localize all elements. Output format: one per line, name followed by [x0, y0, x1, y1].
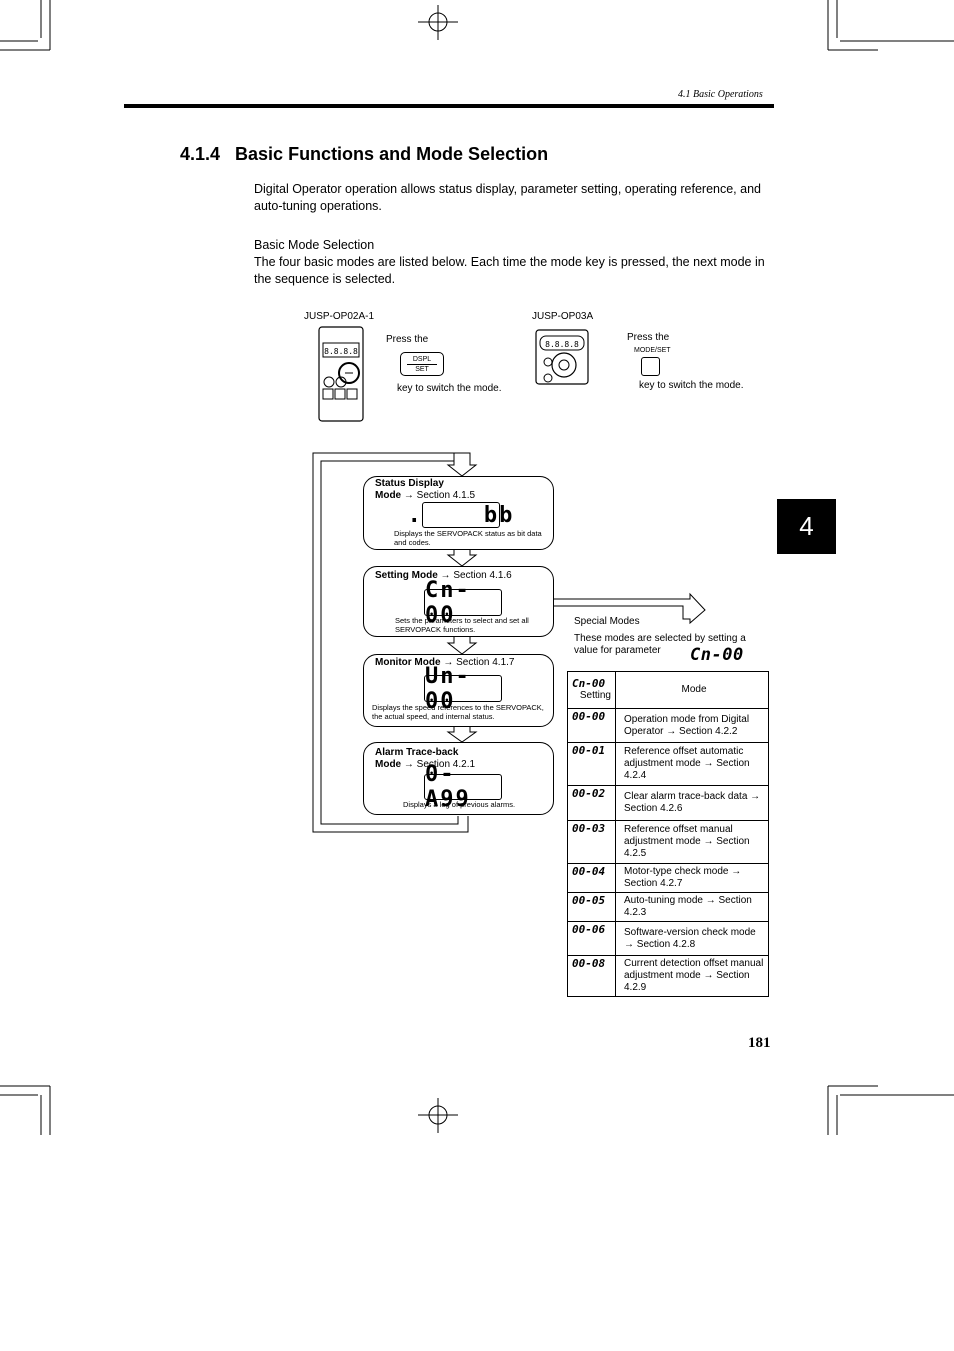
op1-after-text: key to switch the mode. [397, 383, 502, 394]
mode-box-monitor [363, 654, 554, 727]
row-code: 00-01 [567, 742, 616, 786]
monitor-desc: Displays the speed references to the SER… [372, 703, 544, 721]
subheading: Basic Mode Selection [254, 238, 375, 252]
mode-set-key-label: MODE/SET [634, 347, 671, 354]
mode-set-key [641, 357, 660, 376]
alarm-lcd: 0-A99 [424, 762, 502, 812]
setting-ref: Section 4.1.6 [453, 570, 512, 581]
alarm-ref: Section 4.2.1 [416, 759, 476, 770]
setting-heading: Setting Mode → Section 4.1.6 [375, 570, 512, 582]
monitor-title: Monitor Mode [375, 657, 441, 668]
running-head: 4.1 Basic Operations [678, 89, 763, 100]
mode-box-setting [363, 566, 554, 637]
table-row: 00-02 Clear alarm trace-back data → Sect… [567, 785, 769, 821]
setting-lcd: Cn-00 [424, 578, 502, 628]
alarm-heading: Alarm Trace-back Mode → Section 4.2.1 [375, 747, 475, 771]
header-rule [124, 104, 774, 108]
set-label: SET [415, 366, 429, 373]
monitor-lcd: Un-00 [424, 664, 502, 714]
arrow-icon: → [440, 657, 457, 668]
status-display-heading: Status Display Mode → Section 4.1.5 [375, 478, 475, 502]
chapter-tab: 4 [777, 499, 836, 554]
row-mode: Operation mode from Digital Operator → S… [615, 708, 769, 743]
mode-box-status-display [363, 476, 554, 550]
intro-paragraph: Digital Operator operation allows status… [254, 182, 761, 213]
status-display-lcd: . bb [407, 502, 515, 528]
special-heading: Special Modes [574, 616, 640, 627]
row-code: 00-08 [567, 955, 616, 997]
monitor-heading: Monitor Mode → Section 4.1.7 [375, 657, 514, 669]
table-row: 00-04 Motor-type check mode → Section 4.… [567, 863, 769, 893]
dspl-set-key: DSPL SET [400, 352, 444, 376]
op2-name: JUSP-OP03A [532, 311, 594, 322]
setting-desc: Sets the parameters to select and set al… [395, 616, 529, 634]
op2-after-text: key to switch the mode. [639, 380, 744, 391]
op03a-device-icon: 8.8.8.8 [535, 329, 589, 385]
mode-box-alarm-traceback [363, 742, 554, 815]
op2-press-text: Press the [627, 332, 670, 343]
row-mode: Motor-type check mode → Section 4.2.7 [615, 863, 769, 893]
op1-press-text: Press the [386, 334, 429, 345]
row-mode: Auto-tuning mode → Section 4.2.3 [615, 892, 769, 922]
arrow-icon: → [437, 570, 454, 581]
table-row: 00-00 Operation mode from Digital Operat… [567, 708, 769, 743]
header-code-sub: Setting [579, 690, 611, 701]
row-mode: Software-version check mode → Section 4.… [615, 921, 769, 956]
row-code: 00-04 [567, 863, 616, 893]
svg-text:8.8.8.8: 8.8.8.8 [324, 347, 358, 356]
special-modes-table: Cn-00 Setting Mode 00-00 Operation mode … [567, 671, 769, 997]
setting-title: Setting Mode [375, 570, 438, 581]
page-number: 181 [748, 1035, 771, 1051]
op1-name: JUSP-OP02A-1 [304, 311, 375, 322]
table-row: 00-01 Reference offset automatic adjustm… [567, 742, 769, 786]
table-row: 00-08 Current detection offset manual ad… [567, 955, 769, 997]
special-param-display: Cn-00 [690, 645, 744, 665]
status-ref: Section 4.1.5 [416, 490, 476, 501]
row-code: 00-03 [567, 820, 616, 864]
row-mode: Reference offset manual adjustment mode … [615, 820, 769, 864]
op02a-device-icon: 8.8.8.8 [318, 326, 364, 422]
table-row: 00-05 Auto-tuning mode → Section 4.2.3 [567, 892, 769, 922]
row-code: 00-06 [567, 921, 616, 956]
arrow-icon: → [401, 759, 417, 770]
monitor-ref: Section 4.1.7 [456, 657, 515, 668]
alarm-title: Alarm Trace-back [375, 747, 459, 758]
row-code: 00-00 [567, 708, 616, 743]
arrow-icon: → [403, 490, 417, 501]
table-header-row: Cn-00 Setting Mode [567, 671, 769, 709]
svg-text:8.8.8.8: 8.8.8.8 [545, 340, 579, 349]
header-code: Cn-00 [572, 677, 606, 690]
alarm-title-2: Mode [375, 759, 402, 770]
status-display-desc: Displays the SERVOPACK status as bit dat… [394, 529, 542, 547]
table-row: 00-06 Software-version check mode → Sect… [567, 921, 769, 956]
row-mode: Clear alarm trace-back data → Section 4.… [615, 785, 769, 821]
row-code: 00-02 [567, 785, 616, 821]
alarm-desc: Displays a log of previous alarms. [403, 800, 516, 809]
section-title: 4.1.4 Basic Functions and Mode Selection [180, 144, 549, 164]
header-mode-cell: Mode [615, 671, 769, 709]
subheading-text: The four basic modes are listed below. E… [254, 255, 765, 286]
row-code: 00-05 [567, 892, 616, 922]
header-code-cell: Cn-00 Setting [567, 671, 616, 709]
table-row: 00-03 Reference offset manual adjustment… [567, 820, 769, 864]
row-mode: Current detection offset manual adjustme… [615, 955, 769, 997]
dspl-label: DSPL [407, 355, 437, 365]
special-text: These modes are selected by setting a va… [574, 633, 746, 656]
status-title: Status Display [375, 478, 444, 489]
row-mode: Reference offset automatic adjustment mo… [615, 742, 769, 786]
status-title-2: Mode [375, 490, 402, 501]
